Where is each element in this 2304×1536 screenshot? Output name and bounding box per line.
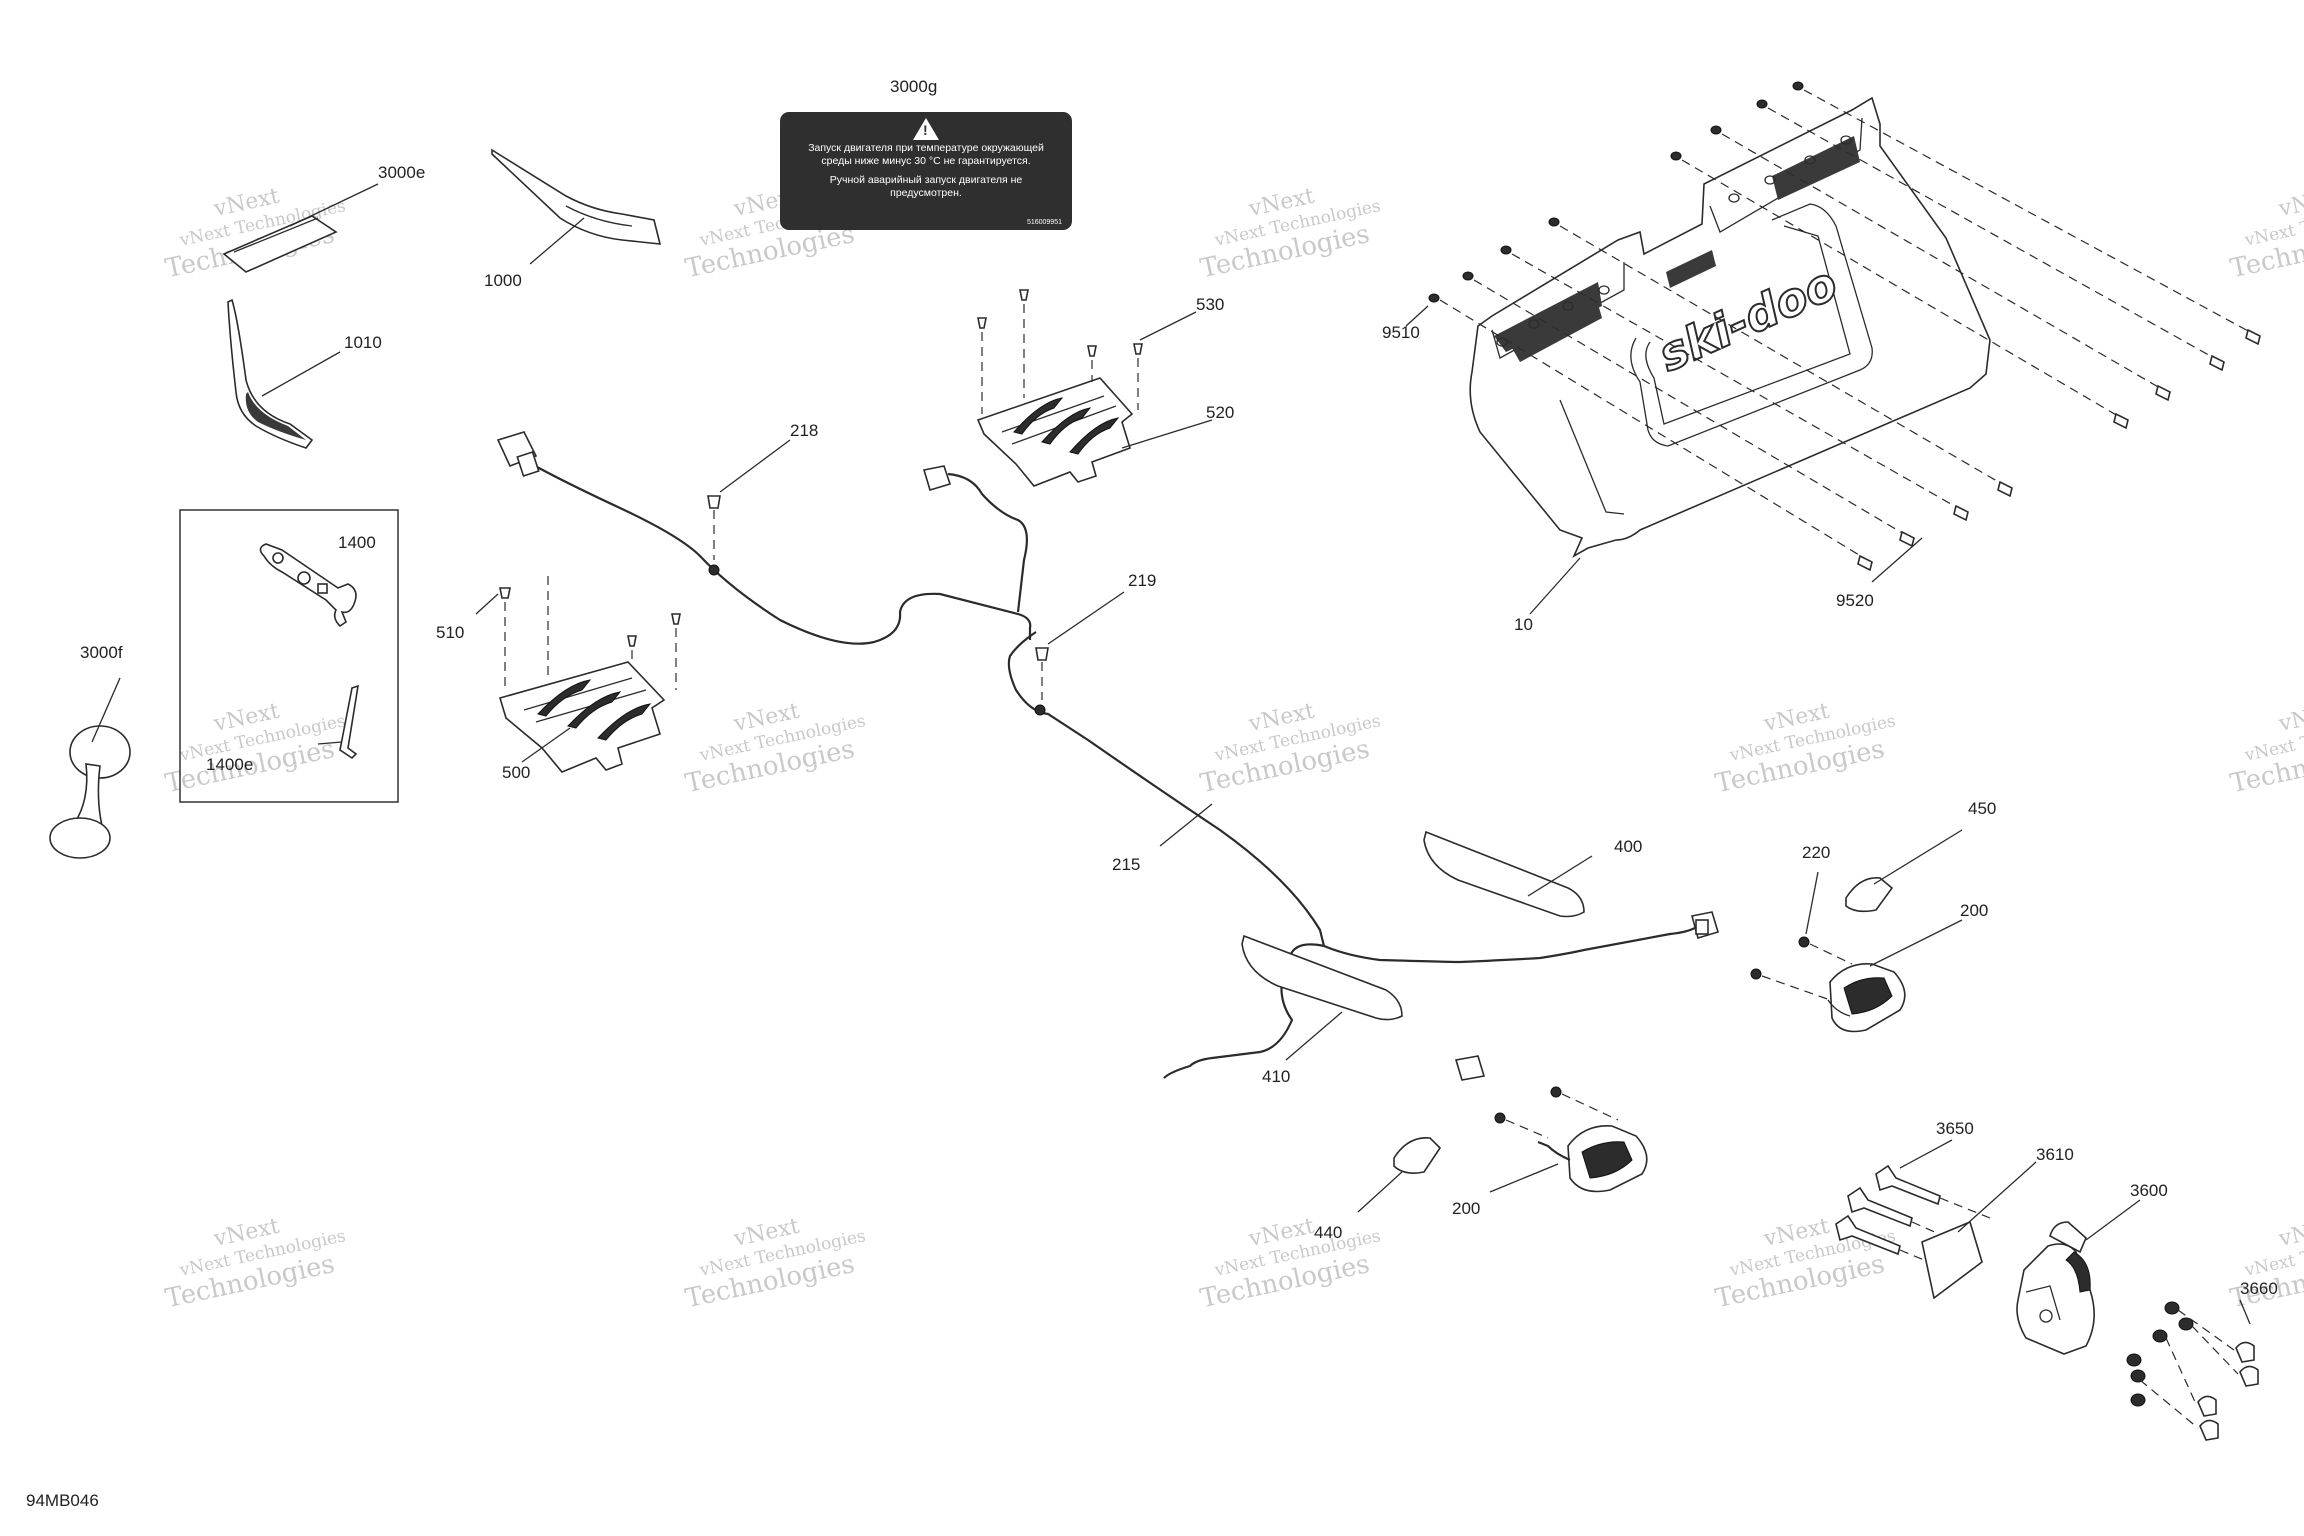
svg-text:vNext: vNext xyxy=(2276,1214,2304,1252)
part-500-bracket[interactable] xyxy=(498,661,666,773)
label-410: 410 xyxy=(1262,1067,1290,1086)
part-3000g-warning-decal[interactable]: ! Запуск двигателя при температуре окруж… xyxy=(780,112,1072,230)
decal-code: 516009951 xyxy=(1026,219,1062,226)
label-219: 219 xyxy=(1128,571,1156,590)
part-219-clip[interactable] xyxy=(1035,591,1125,700)
part-3000e-decal[interactable] xyxy=(222,183,379,273)
label-9510: 9510 xyxy=(1382,323,1420,342)
part-1000-decal[interactable] xyxy=(491,148,662,265)
svg-text:vNext: vNext xyxy=(2276,699,2304,737)
label-3660: 3660 xyxy=(2240,1279,2278,1298)
part-10-rear-bumper[interactable]: ski-doo xyxy=(1469,96,1991,615)
warning-icon: ! xyxy=(913,118,939,140)
label-200-upper: 200 xyxy=(1960,901,1988,920)
label-220: 220 xyxy=(1802,843,1830,862)
label-10: 10 xyxy=(1514,615,1533,634)
decal-line-1: Запуск двигателя при температуре окружаю… xyxy=(808,142,1044,154)
part-3610-plate[interactable] xyxy=(1921,1161,2037,1300)
label-440: 440 xyxy=(1314,1223,1342,1242)
label-215: 215 xyxy=(1112,855,1140,874)
part-218-clip[interactable] xyxy=(707,439,791,560)
part-215-wiring-harness[interactable] xyxy=(496,431,1719,1081)
watermark: vNext vNext Technologies Technologies xyxy=(1198,1214,1383,1315)
part-3660-nuts[interactable] xyxy=(2126,1299,2259,1441)
label-3600: 3600 xyxy=(2130,1181,2168,1200)
label-3000f: 3000f xyxy=(80,643,123,662)
label-510: 510 xyxy=(436,623,464,642)
label-530: 530 xyxy=(1196,295,1224,314)
part-530-screws[interactable] xyxy=(977,289,1197,414)
watermark: vNext vNext Technologies Technologies xyxy=(1713,1214,1898,1315)
bumper-alignment-lines xyxy=(1439,89,2251,559)
part-3000f-mirror[interactable] xyxy=(49,677,131,859)
part-410-reflector[interactable] xyxy=(1241,934,1403,1061)
part-220-nuts[interactable] xyxy=(1494,871,1853,1139)
part-510-screws[interactable] xyxy=(475,576,681,690)
decal-line-2: среды ниже минус 30 °C не гарантируется. xyxy=(821,155,1031,167)
watermark: vNext vNext Technologies Technologies xyxy=(1198,184,1383,285)
label-9520: 9520 xyxy=(1836,591,1874,610)
label-200-lower: 200 xyxy=(1452,1199,1480,1218)
part-200-light-upper[interactable] xyxy=(1827,919,1963,1033)
part-520-bracket[interactable] xyxy=(976,377,1213,487)
part-9520-bolts[interactable] xyxy=(1857,328,2261,583)
label-520: 520 xyxy=(1206,403,1234,422)
label-3610: 3610 xyxy=(2036,1145,2074,1164)
part-1400e-hex-key[interactable] xyxy=(317,684,360,760)
watermark: vNext vNext Technologies Technologies xyxy=(1198,699,1383,800)
diagram-code: 94MB046 xyxy=(26,1491,99,1510)
part-450-reflector[interactable] xyxy=(1845,829,1963,913)
watermark: vNext vNext Technologies Technologies xyxy=(163,699,348,800)
tool-kit-frame xyxy=(179,509,399,803)
part-9510-washers[interactable] xyxy=(1405,81,1804,327)
decal-line-3: Ручной аварийный запуск двигателя не xyxy=(829,174,1023,186)
label-3000g: 3000g xyxy=(890,77,937,96)
svg-text:vNext: vNext xyxy=(2276,184,2304,222)
part-200-light-lower[interactable] xyxy=(1489,1125,1648,1193)
watermark: vNext vNext Technologies Technologies xyxy=(683,1214,868,1315)
label-1400: 1400 xyxy=(338,533,376,552)
bumper-mount-holes xyxy=(1496,135,1852,347)
watermark: vNext vNext Technologies Technologies xyxy=(163,1214,348,1315)
label-1400e: 1400e xyxy=(206,755,253,774)
watermark: vNext vNext Technologies Technologies xyxy=(2228,699,2304,800)
label-218: 218 xyxy=(790,421,818,440)
watermark: vNext vNext Technologies Technologies xyxy=(683,699,868,800)
decal-line-4: предусмотрен. xyxy=(890,187,962,199)
part-400-reflector[interactable] xyxy=(1423,830,1593,918)
part-3600-hitch[interactable] xyxy=(2016,1199,2141,1355)
watermark: vNext vNext Technologies Technologies xyxy=(2228,184,2304,285)
label-1000: 1000 xyxy=(484,271,522,290)
part-1010-decal[interactable] xyxy=(227,298,341,449)
watermark: vNext vNext Technologies Technologies xyxy=(1713,699,1898,800)
label-3650: 3650 xyxy=(1936,1119,1974,1138)
label-400: 400 xyxy=(1614,837,1642,856)
label-450: 450 xyxy=(1968,799,1996,818)
label-500: 500 xyxy=(502,763,530,782)
part-440-reflector[interactable] xyxy=(1357,1137,1442,1213)
label-1010: 1010 xyxy=(344,333,382,352)
part-1400-spanner[interactable] xyxy=(259,543,357,628)
label-3000e: 3000e xyxy=(378,163,425,182)
